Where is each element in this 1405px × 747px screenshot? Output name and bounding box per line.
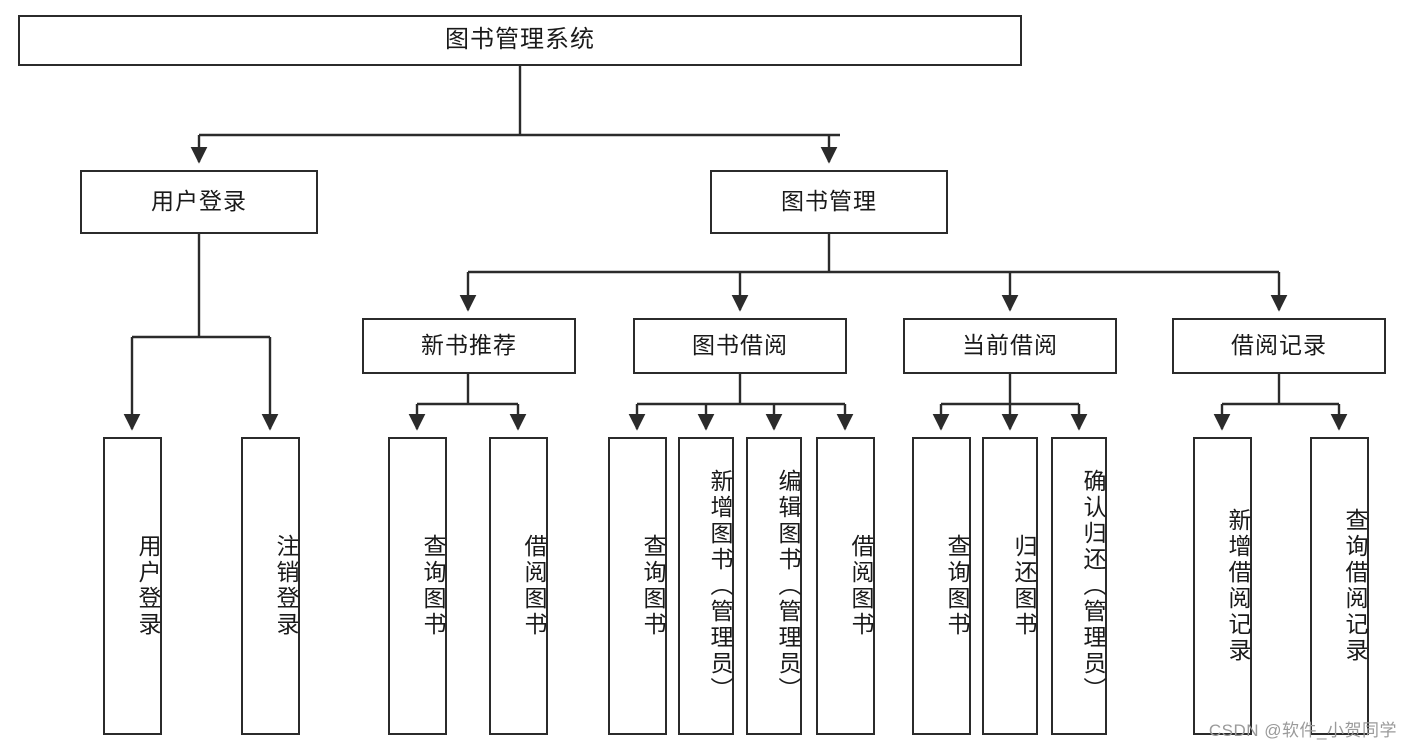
node-label: 查询图书 (420, 534, 446, 638)
node-label: 借阅图书 (848, 534, 874, 638)
leaf-user-login-logout[interactable]: 注销登录 (241, 437, 300, 735)
node-label: 新书推荐 (421, 332, 517, 359)
node-label: 查询图书 (640, 534, 666, 638)
node-root-book-management-system[interactable]: 图书管理系统 (18, 15, 1022, 66)
leaf-new-book-query-books[interactable]: 查询图书 (388, 437, 447, 735)
leaf-current-query-books[interactable]: 查询图书 (912, 437, 971, 735)
node-current-borrowing[interactable]: 当前借阅 (903, 318, 1117, 374)
node-label: 用户登录 (135, 534, 161, 638)
node-label: 图书管理 (781, 188, 877, 215)
leaf-record-query-borrow-record[interactable]: 查询借阅记录 (1310, 437, 1369, 735)
node-label: 归还图书 (1011, 534, 1037, 638)
node-label: 新增图书（管理员） (707, 469, 733, 703)
node-new-book-recommendation[interactable]: 新书推荐 (362, 318, 576, 374)
node-label: 确认归还（管理员） (1080, 469, 1106, 703)
node-book-management[interactable]: 图书管理 (710, 170, 948, 234)
leaf-current-return-books[interactable]: 归还图书 (982, 437, 1038, 735)
node-label: 注销登录 (273, 534, 299, 638)
leaf-user-login-login[interactable]: 用户登录 (103, 437, 162, 735)
leaf-new-book-borrow-books[interactable]: 借阅图书 (489, 437, 548, 735)
node-label: 编辑图书（管理员） (775, 469, 801, 703)
leaf-record-add-borrow-record[interactable]: 新增借阅记录 (1193, 437, 1252, 735)
node-label: 借阅图书 (521, 534, 547, 638)
node-label: 新增借阅记录 (1225, 508, 1251, 664)
node-label: 图书借阅 (692, 332, 788, 359)
node-label: 借阅记录 (1231, 332, 1327, 359)
node-label: 查询图书 (944, 534, 970, 638)
leaf-borrow-query-books[interactable]: 查询图书 (608, 437, 667, 735)
node-label: 查询借阅记录 (1342, 508, 1368, 664)
node-label: 当前借阅 (962, 332, 1058, 359)
node-user-login[interactable]: 用户登录 (80, 170, 318, 234)
watermark-text: CSDN @软件_小贺同学 (1208, 721, 1397, 740)
leaf-current-confirm-return-admin[interactable]: 确认归还（管理员） (1051, 437, 1107, 735)
leaf-borrow-borrow-books[interactable]: 借阅图书 (816, 437, 875, 735)
leaf-borrow-add-book-admin[interactable]: 新增图书（管理员） (678, 437, 734, 735)
leaf-borrow-edit-book-admin[interactable]: 编辑图书（管理员） (746, 437, 802, 735)
node-label: 用户登录 (151, 188, 247, 215)
node-book-borrowing[interactable]: 图书借阅 (633, 318, 847, 374)
node-label: 图书管理系统 (445, 26, 595, 54)
node-borrowing-record[interactable]: 借阅记录 (1172, 318, 1386, 374)
